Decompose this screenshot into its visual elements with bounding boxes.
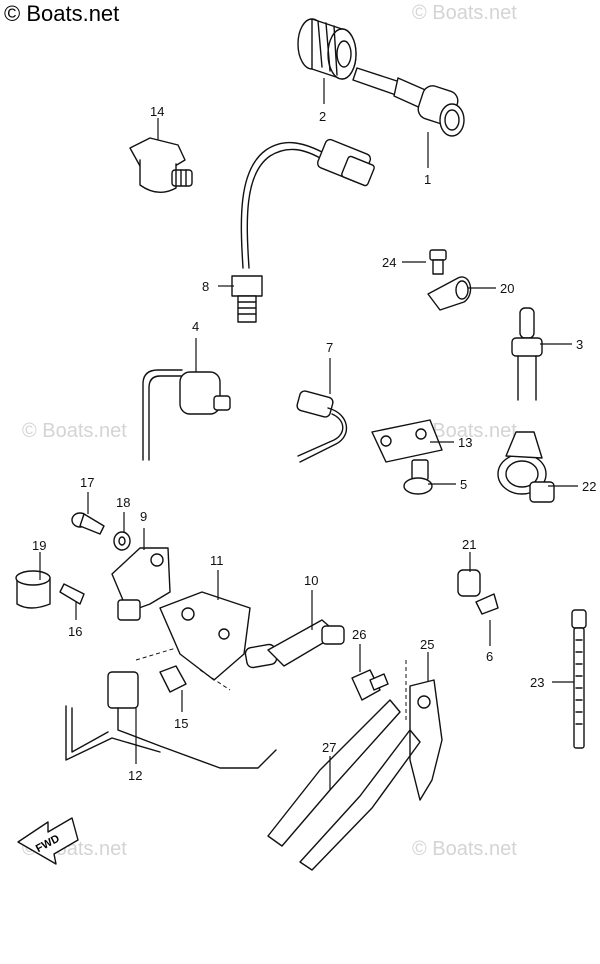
callout-12: 12 xyxy=(128,768,142,783)
part-8-harness-sensor xyxy=(231,138,375,323)
part-19-clip xyxy=(15,570,51,609)
part-22-clip xyxy=(497,431,555,503)
callout-10: 10 xyxy=(304,573,318,588)
part-25-bracket xyxy=(409,679,443,801)
callout-27: 27 xyxy=(322,740,336,755)
copyright-text: © Boats.net xyxy=(4,1,120,26)
part-23-cable-tie xyxy=(571,609,587,749)
callout-13: 13 xyxy=(458,435,472,450)
callout-23: 23 xyxy=(530,675,544,690)
callout-26: 26 xyxy=(352,627,366,642)
part-14-sensor xyxy=(129,137,193,193)
part-21-clamp xyxy=(457,569,481,597)
part-16-bolt xyxy=(59,583,85,605)
callout-6: 6 xyxy=(486,649,493,664)
callout-numbers: 1 2 3 4 5 6 7 8 9 10 11 12 13 14 15 16 1… xyxy=(32,104,596,783)
callout-25: 25 xyxy=(420,637,434,652)
part-17-bolt xyxy=(71,512,105,535)
callout-19: 19 xyxy=(32,538,46,553)
part-26-bolt xyxy=(351,669,389,701)
callout-21: 21 xyxy=(462,537,476,552)
part-5-bolt xyxy=(403,459,433,495)
callout-8: 8 xyxy=(202,279,209,294)
watermark: © Boats.net xyxy=(412,2,517,24)
watermark: © Boats.net xyxy=(412,420,517,442)
part-27-rod xyxy=(267,660,421,871)
callout-16: 16 xyxy=(68,624,82,639)
callout-24: 24 xyxy=(382,255,396,270)
fwd-arrow-icon: FWD xyxy=(17,817,79,865)
callout-4: 4 xyxy=(192,319,199,334)
part-18-washer xyxy=(113,531,131,551)
callout-1: 1 xyxy=(424,172,431,187)
part-2-grommet xyxy=(297,18,357,80)
part-11-bracket xyxy=(135,591,251,691)
watermark: © Boats.net xyxy=(22,420,127,442)
callout-3: 3 xyxy=(576,337,583,352)
callout-14: 14 xyxy=(150,104,164,119)
callout-2: 2 xyxy=(319,109,326,124)
callout-7: 7 xyxy=(326,340,333,355)
part-9-sensor xyxy=(111,547,171,621)
part-24-bolt xyxy=(429,249,447,275)
callout-15: 15 xyxy=(174,716,188,731)
part-10-lever xyxy=(244,619,345,669)
part-4-switch xyxy=(142,369,231,461)
part-1-sensor xyxy=(352,67,465,137)
leader-lines xyxy=(39,78,578,790)
callout-22: 22 xyxy=(582,479,596,494)
callout-9: 9 xyxy=(140,509,147,524)
part-12-harness xyxy=(65,671,277,769)
part-3-sensor xyxy=(511,307,543,401)
part-15-bolt xyxy=(159,665,187,693)
callout-18: 18 xyxy=(116,495,130,510)
callout-20: 20 xyxy=(500,281,514,296)
callout-5: 5 xyxy=(460,477,467,492)
part-7-sensor xyxy=(296,390,348,463)
part-6-bolt xyxy=(475,593,499,615)
part-13-bracket xyxy=(371,419,443,463)
callout-11: 11 xyxy=(210,553,224,568)
watermark: © Boats.net xyxy=(412,838,517,860)
part-20-clamp xyxy=(427,276,472,311)
callout-17: 17 xyxy=(80,475,94,490)
